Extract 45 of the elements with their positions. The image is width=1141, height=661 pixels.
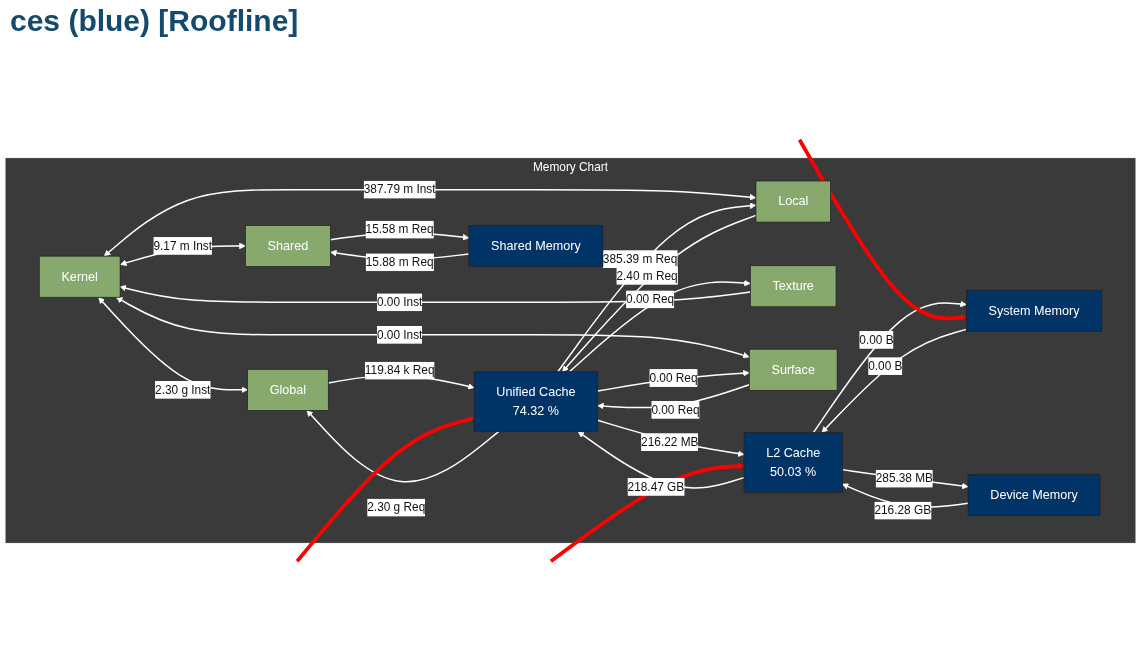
- edge-label: 9.17 m Inst: [153, 239, 213, 252]
- arrow: [103, 188, 757, 257]
- arrow: [821, 328, 968, 433]
- node-box: System Memory: [966, 289, 1103, 332]
- edge-label: 0.00 B: [868, 359, 903, 373]
- edge-label: 218.47 GB: [627, 480, 685, 493]
- arrow: [577, 431, 745, 489]
- edge-label: 0.00 Inst: [376, 328, 423, 341]
- node-box: Global: [247, 368, 329, 411]
- edge-label: 0.00 Req: [649, 371, 698, 384]
- edge-label: 0.00 Req: [626, 292, 675, 306]
- node-box: Shared: [245, 225, 331, 267]
- node-box: Device Memory: [967, 474, 1101, 516]
- edge-label: 216.22 MB: [641, 435, 699, 448]
- arrow: [596, 369, 750, 392]
- node-box: Local: [755, 180, 831, 223]
- arrow: [568, 279, 751, 373]
- edge-label: 0.00 Req: [651, 403, 700, 416]
- node-box: Surface: [748, 348, 838, 391]
- edge-label: 15.88 m Req: [365, 255, 434, 269]
- arrow: [98, 297, 248, 394]
- edge-label: 387.79 m Inst: [363, 183, 436, 196]
- edge-label: 2.30 g Inst: [155, 383, 211, 396]
- edge-label: 216.28 GB: [874, 503, 932, 517]
- arrow: [306, 410, 500, 483]
- arrow: [812, 300, 967, 434]
- node-box: Unified Cache 74.32 %: [473, 371, 599, 433]
- arrow: [295, 416, 475, 563]
- edge-label: 0.00 Inst: [376, 295, 423, 309]
- edge-label: 2.40 m Req: [616, 269, 678, 282]
- node-box: Kernel: [38, 255, 121, 298]
- edge-label: 15.58 m Req: [365, 223, 434, 236]
- edge-label: 0.00 B: [859, 333, 894, 346]
- arrow: [116, 297, 750, 359]
- arrow: [797, 138, 967, 321]
- slide-title: ces (blue) [Roofline]: [10, 4, 300, 39]
- node-box: Shared Memory: [468, 225, 604, 267]
- edge-label: 2.30 g Req: [367, 500, 426, 514]
- edge-label: 385.39 m Req: [602, 252, 678, 266]
- edge-label: 285.38 MB: [875, 472, 934, 485]
- edge-label: 119.84 k Req: [364, 364, 435, 377]
- arrow: [596, 419, 745, 457]
- node-box: Texture: [749, 265, 837, 308]
- node-box: L2 Cache 50.03 %: [743, 432, 843, 493]
- arrow: [841, 468, 969, 490]
